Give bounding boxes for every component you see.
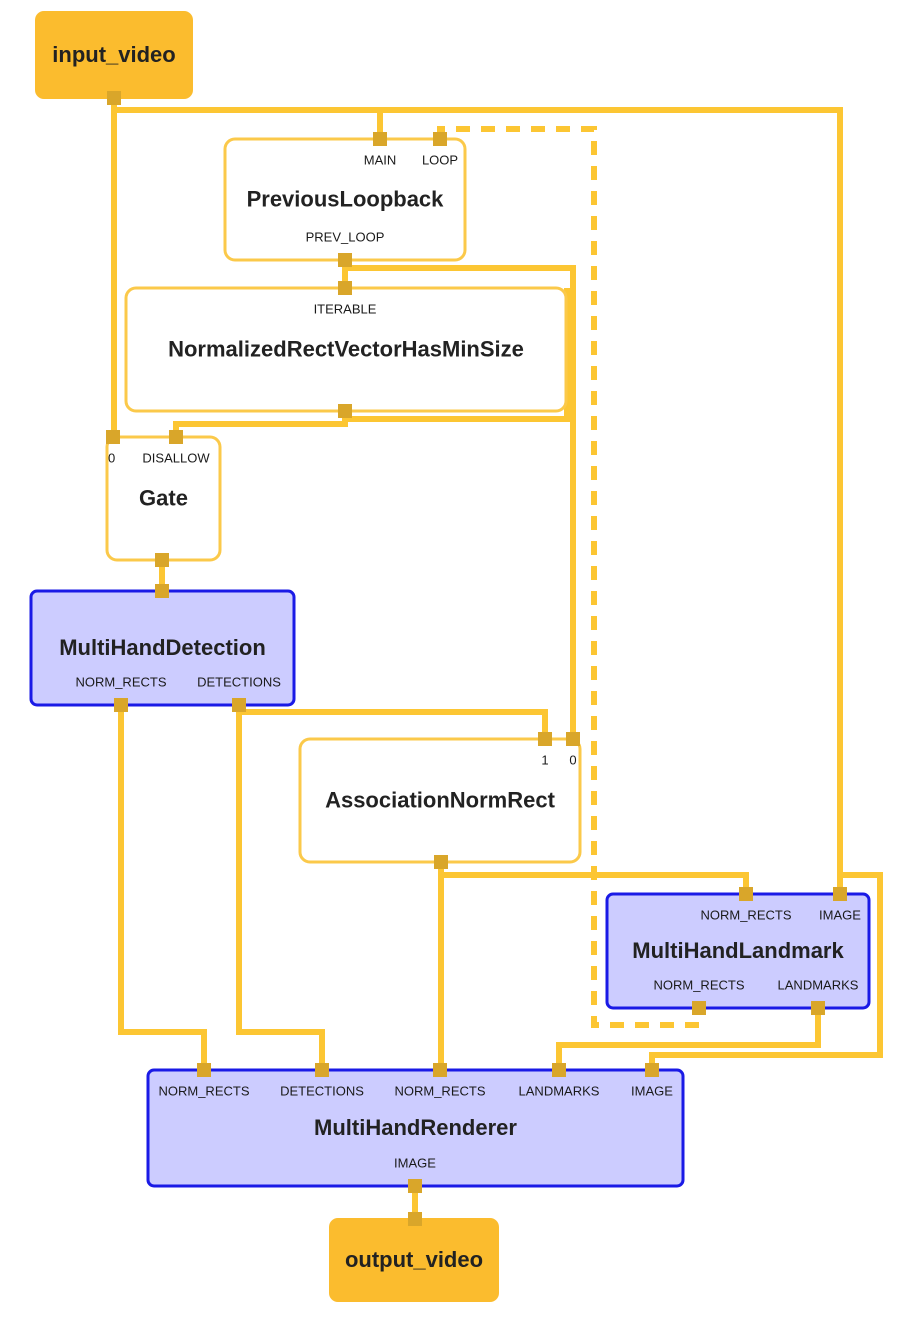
port-label-in-AssociationNormRect-0: 0 xyxy=(569,752,576,767)
edge-e-detect-detections-to-renderer xyxy=(236,705,325,1070)
node-title-MultiHandDetection: MultiHandDetection xyxy=(59,635,266,660)
port-out-MultiHandRenderer-IMAGE[interactable] xyxy=(408,1179,422,1193)
edge-e-detect-detections-to-assoc-1 xyxy=(239,709,548,739)
port-in-AssociationNormRect-1[interactable] xyxy=(538,732,552,746)
port-out-Gate-anon[interactable] xyxy=(155,553,169,567)
port-label-out-PreviousLoopback-PREV_LOOP: PREV_LOOP xyxy=(306,229,385,244)
port-out-NormalizedRectVectorHasMinSize-anon[interactable] xyxy=(338,404,352,418)
node-title-Gate: Gate xyxy=(139,485,188,510)
port-in-MultiHandDetection-anon[interactable] xyxy=(155,584,169,598)
edge-e-input-to-right-rail xyxy=(114,107,843,894)
node-title-NormalizedRectVectorHasMinSize: NormalizedRectVectorHasMinSize xyxy=(168,336,524,361)
port-out-PreviousLoopback-PREV_LOOP[interactable] xyxy=(338,253,352,267)
port-in-Gate-0[interactable] xyxy=(106,430,120,444)
port-in-MultiHandRenderer-DETECTIONS[interactable] xyxy=(315,1063,329,1077)
port-in-MultiHandRenderer-NORM_RECTS[interactable] xyxy=(433,1063,447,1077)
port-in-NormalizedRectVectorHasMinSize-ITERABLE[interactable] xyxy=(338,281,352,295)
port-label-in-MultiHandLandmark-IMAGE: IMAGE xyxy=(819,907,861,922)
node-box-MultiHandLandmark[interactable] xyxy=(605,892,871,1010)
node-AssociationNormRect[interactable]: AssociationNormRect 1 0 xyxy=(298,732,582,869)
port-in-MultiHandRenderer-LANDMARKS[interactable] xyxy=(552,1063,566,1077)
node-title-input_video: input_video xyxy=(52,42,175,67)
port-in-PreviousLoopback-MAIN[interactable] xyxy=(373,132,387,146)
port-in-MultiHandLandmark-NORM_RECTS[interactable] xyxy=(739,887,753,901)
port-label-in-Gate-0: 0 xyxy=(108,450,115,465)
node-NormalizedRectVectorHasMinSize[interactable]: NormalizedRectVectorHasMinSize ITERABLE xyxy=(124,281,568,418)
port-label-out-MultiHandDetection-NORM_RECTS: NORM_RECTS xyxy=(75,674,166,689)
port-label-out-MultiHandRenderer-IMAGE: IMAGE xyxy=(394,1155,436,1170)
port-label-in-NormalizedRectVectorHasMinSize-ITERABLE: ITERABLE xyxy=(314,301,377,316)
node-title-PreviousLoopback: PreviousLoopback xyxy=(247,186,445,211)
port-out-input_video-anon[interactable] xyxy=(107,91,121,105)
port-label-out-MultiHandDetection-DETECTIONS: DETECTIONS xyxy=(197,674,281,689)
port-out-MultiHandLandmark-LANDMARKS[interactable] xyxy=(811,1001,825,1015)
port-out-MultiHandDetection-DETECTIONS[interactable] xyxy=(232,698,246,712)
port-out-AssociationNormRect-anon[interactable] xyxy=(434,855,448,869)
port-label-in-MultiHandLandmark-NORM_RECTS: NORM_RECTS xyxy=(700,907,791,922)
port-in-AssociationNormRect-0[interactable] xyxy=(566,732,580,746)
node-title-MultiHandLandmark: MultiHandLandmark xyxy=(632,938,844,963)
node-title-MultiHandRenderer: MultiHandRenderer xyxy=(314,1115,517,1140)
port-label-out-MultiHandLandmark-LANDMARKS: LANDMARKS xyxy=(778,977,859,992)
port-in-MultiHandRenderer-NORM_RECTS[interactable] xyxy=(197,1063,211,1077)
edge-e-detect-normrects-to-renderer xyxy=(118,705,207,1070)
node-title-AssociationNormRect: AssociationNormRect xyxy=(325,787,556,812)
node-title-output_video: output_video xyxy=(345,1247,483,1272)
port-label-in-MultiHandRenderer-NORM_RECTS: NORM_RECTS xyxy=(158,1083,249,1098)
port-out-MultiHandDetection-NORM_RECTS[interactable] xyxy=(114,698,128,712)
edge-e-landmark-landmarks-to-renderer xyxy=(556,1008,821,1070)
port-label-in-Gate-DISALLOW: DISALLOW xyxy=(142,450,210,465)
node-output_video[interactable]: output_video xyxy=(329,1212,499,1302)
port-label-in-MultiHandRenderer-NORM_RECTS: NORM_RECTS xyxy=(394,1083,485,1098)
port-label-in-PreviousLoopback-MAIN: MAIN xyxy=(364,152,397,167)
node-input_video[interactable]: input_video xyxy=(35,11,193,105)
node-Gate[interactable]: Gate 0 DISALLOW xyxy=(105,430,222,567)
edge-e-prevloop-to-assoc-0 xyxy=(345,265,576,739)
port-in-MultiHandRenderer-IMAGE[interactable] xyxy=(645,1063,659,1077)
port-label-in-MultiHandRenderer-IMAGE: IMAGE xyxy=(631,1083,673,1098)
port-label-in-AssociationNormRect-1: 1 xyxy=(541,752,548,767)
port-in-PreviousLoopback-LOOP[interactable] xyxy=(433,132,447,146)
port-in-Gate-DISALLOW[interactable] xyxy=(169,430,183,444)
node-PreviousLoopback[interactable]: PreviousLoopback MAIN LOOP PREV_LOOP xyxy=(223,132,467,267)
port-in-MultiHandLandmark-IMAGE[interactable] xyxy=(833,887,847,901)
port-label-in-MultiHandRenderer-LANDMARKS: LANDMARKS xyxy=(519,1083,600,1098)
port-out-MultiHandLandmark-NORM_RECTS[interactable] xyxy=(692,1001,706,1015)
node-MultiHandRenderer[interactable]: MultiHandRenderer NORM_RECTS DETECTIONS NOR… xyxy=(146,1063,685,1193)
port-label-in-MultiHandRenderer-DETECTIONS: DETECTIONS xyxy=(280,1083,364,1098)
port-label-out-MultiHandLandmark-NORM_RECTS: NORM_RECTS xyxy=(653,977,744,992)
port-label-in-PreviousLoopback-LOOP: LOOP xyxy=(422,152,458,167)
port-in-output_video-anon[interactable] xyxy=(408,1212,422,1226)
edge-e-image-rail-to-renderer-image xyxy=(649,872,883,1070)
